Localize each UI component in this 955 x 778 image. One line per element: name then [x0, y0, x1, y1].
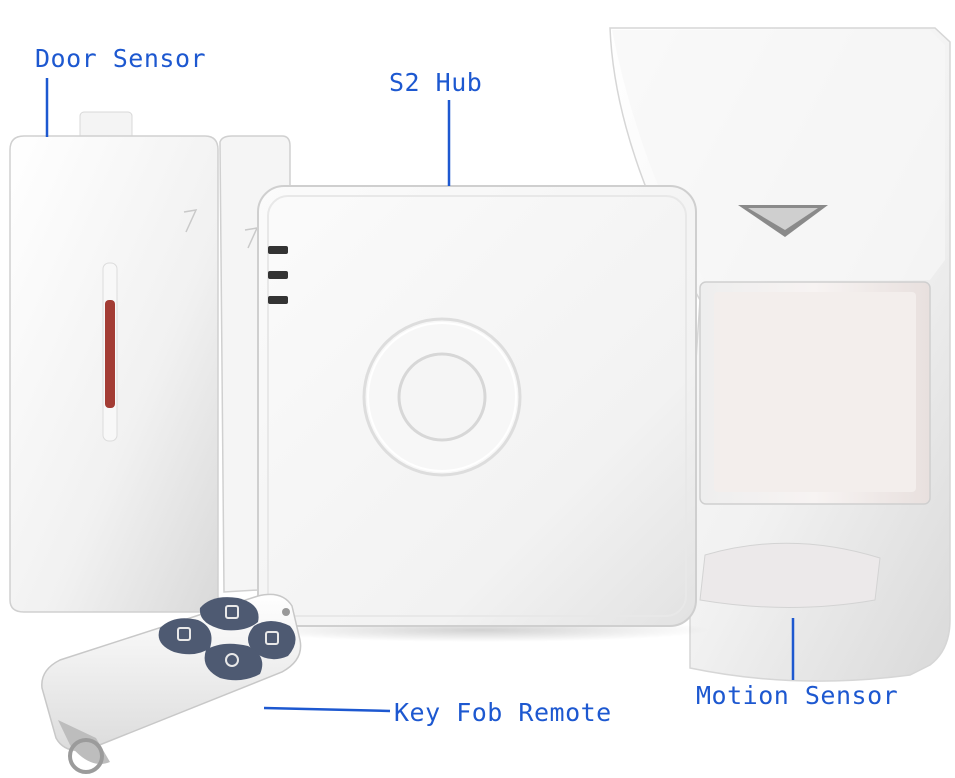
key-fob-remote — [41, 593, 302, 774]
motion-sensor-label: Motion Sensor — [696, 681, 899, 710]
hub-label: S2 Hub — [389, 68, 483, 97]
key-fob-label: Key Fob Remote — [394, 698, 612, 727]
leader-lines — [45, 78, 795, 713]
fob-buttons — [158, 597, 296, 681]
door-sensor — [9, 111, 291, 613]
s2-hub — [250, 185, 710, 642]
door-sensor-label: Door Sensor — [35, 44, 207, 73]
